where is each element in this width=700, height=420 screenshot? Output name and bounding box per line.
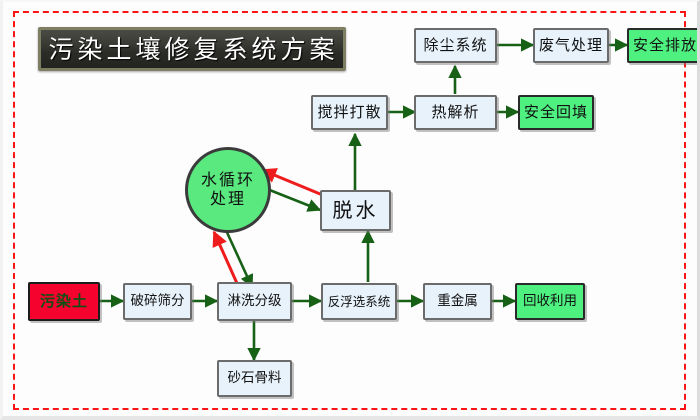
node-safe-backfill-label: 安全回填	[523, 102, 588, 121]
arrow-wash-to-circle	[212, 230, 242, 291]
node-crush-screen-label: 破碎筛分	[130, 293, 185, 310]
node-reverse-flotation[interactable]: 反浮选系统	[321, 283, 397, 320]
node-wash-grade-label: 淋洗分级	[227, 293, 282, 310]
node-water-cycle-line1: 水循环	[200, 170, 255, 190]
arrow-dewater-to-circle	[260, 168, 326, 198]
node-wash-grade[interactable]: 淋洗分级	[217, 282, 292, 321]
node-safe-backfill[interactable]: 安全回填	[518, 95, 594, 130]
node-sand-aggregate[interactable]: 砂石骨料	[217, 360, 292, 397]
node-heavy-metal[interactable]: 重金属	[423, 283, 492, 320]
diagram-title: 污染土壤修复系统方案	[38, 27, 346, 71]
arrow-circle-to-wash	[223, 227, 254, 289]
node-sand-aggregate-label: 砂石骨料	[227, 370, 282, 387]
node-water-cycle-line2: 处理	[209, 189, 246, 208]
node-stir-disperse[interactable]: 搅拌打散	[311, 95, 388, 130]
node-waste-gas-label: 废气处理	[538, 35, 603, 54]
node-dewatering[interactable]: 脱水	[320, 190, 391, 231]
node-waste-gas[interactable]: 废气处理	[533, 28, 609, 63]
node-polluted-soil-label: 污染土	[39, 291, 88, 310]
node-dust-removal[interactable]: 除尘系统	[414, 28, 497, 63]
node-recycle-use-label: 回收利用	[523, 293, 577, 310]
node-polluted-soil[interactable]: 污染土	[28, 282, 100, 321]
node-dust-removal-label: 除尘系统	[423, 35, 488, 54]
node-water-cycle-treatment[interactable]: 水循环 处理	[185, 147, 271, 233]
diagram-title-text: 污染土壤修复系统方案	[48, 34, 339, 64]
node-reverse-flotation-label: 反浮选系统	[327, 293, 391, 309]
node-dewatering-label: 脱水	[332, 198, 379, 222]
node-crush-screen[interactable]: 破碎筛分	[123, 283, 192, 320]
dashed-border-frame	[13, 11, 686, 410]
node-stir-disperse-label: 搅拌打散	[317, 102, 382, 121]
node-thermal-desorption[interactable]: 热解析	[414, 95, 497, 130]
node-safe-emission-label: 安全排放	[632, 35, 697, 54]
node-safe-emission[interactable]: 安全排放	[627, 28, 700, 63]
node-thermal-desorption-label: 热解析	[431, 102, 480, 121]
node-heavy-metal-label: 重金属	[437, 293, 478, 310]
node-recycle-use[interactable]: 回收利用	[515, 283, 585, 320]
